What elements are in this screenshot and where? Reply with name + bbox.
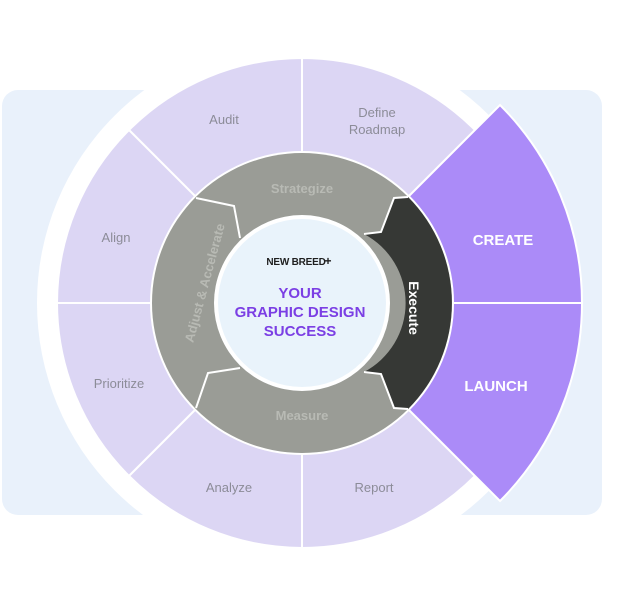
phase-divider xyxy=(195,367,241,409)
step-label-analyze: Analyze xyxy=(206,480,252,495)
step-label-roadmap: Roadmap xyxy=(349,122,405,137)
phase-label-measure: Measure xyxy=(276,408,329,423)
phase-label-execute: Execute xyxy=(406,281,422,335)
phase-divider xyxy=(363,196,409,235)
step-label-prioritize: Prioritize xyxy=(94,376,145,391)
step-label-define: Define xyxy=(358,105,396,120)
step-label-launch: LAUNCH xyxy=(464,378,527,395)
center-title-line3: SUCCESS xyxy=(264,323,337,340)
step-label-report: Report xyxy=(354,480,393,495)
phase-divider xyxy=(363,371,409,410)
brand-logo: NEW BREED xyxy=(266,257,325,268)
step-label-create: CREATE xyxy=(473,232,534,249)
center-title-line1: YOUR xyxy=(278,285,322,302)
brand-plus-icon: + xyxy=(324,254,331,268)
center-title-line2: GRAPHIC DESIGN xyxy=(235,304,366,321)
phase-label-strategize: Strategize xyxy=(271,181,333,196)
phase-divider xyxy=(195,197,241,239)
center-hub xyxy=(218,219,386,387)
step-label-align: Align xyxy=(102,230,131,245)
phase-execute[interactable] xyxy=(364,197,452,409)
step-label-audit: Audit xyxy=(209,112,239,127)
